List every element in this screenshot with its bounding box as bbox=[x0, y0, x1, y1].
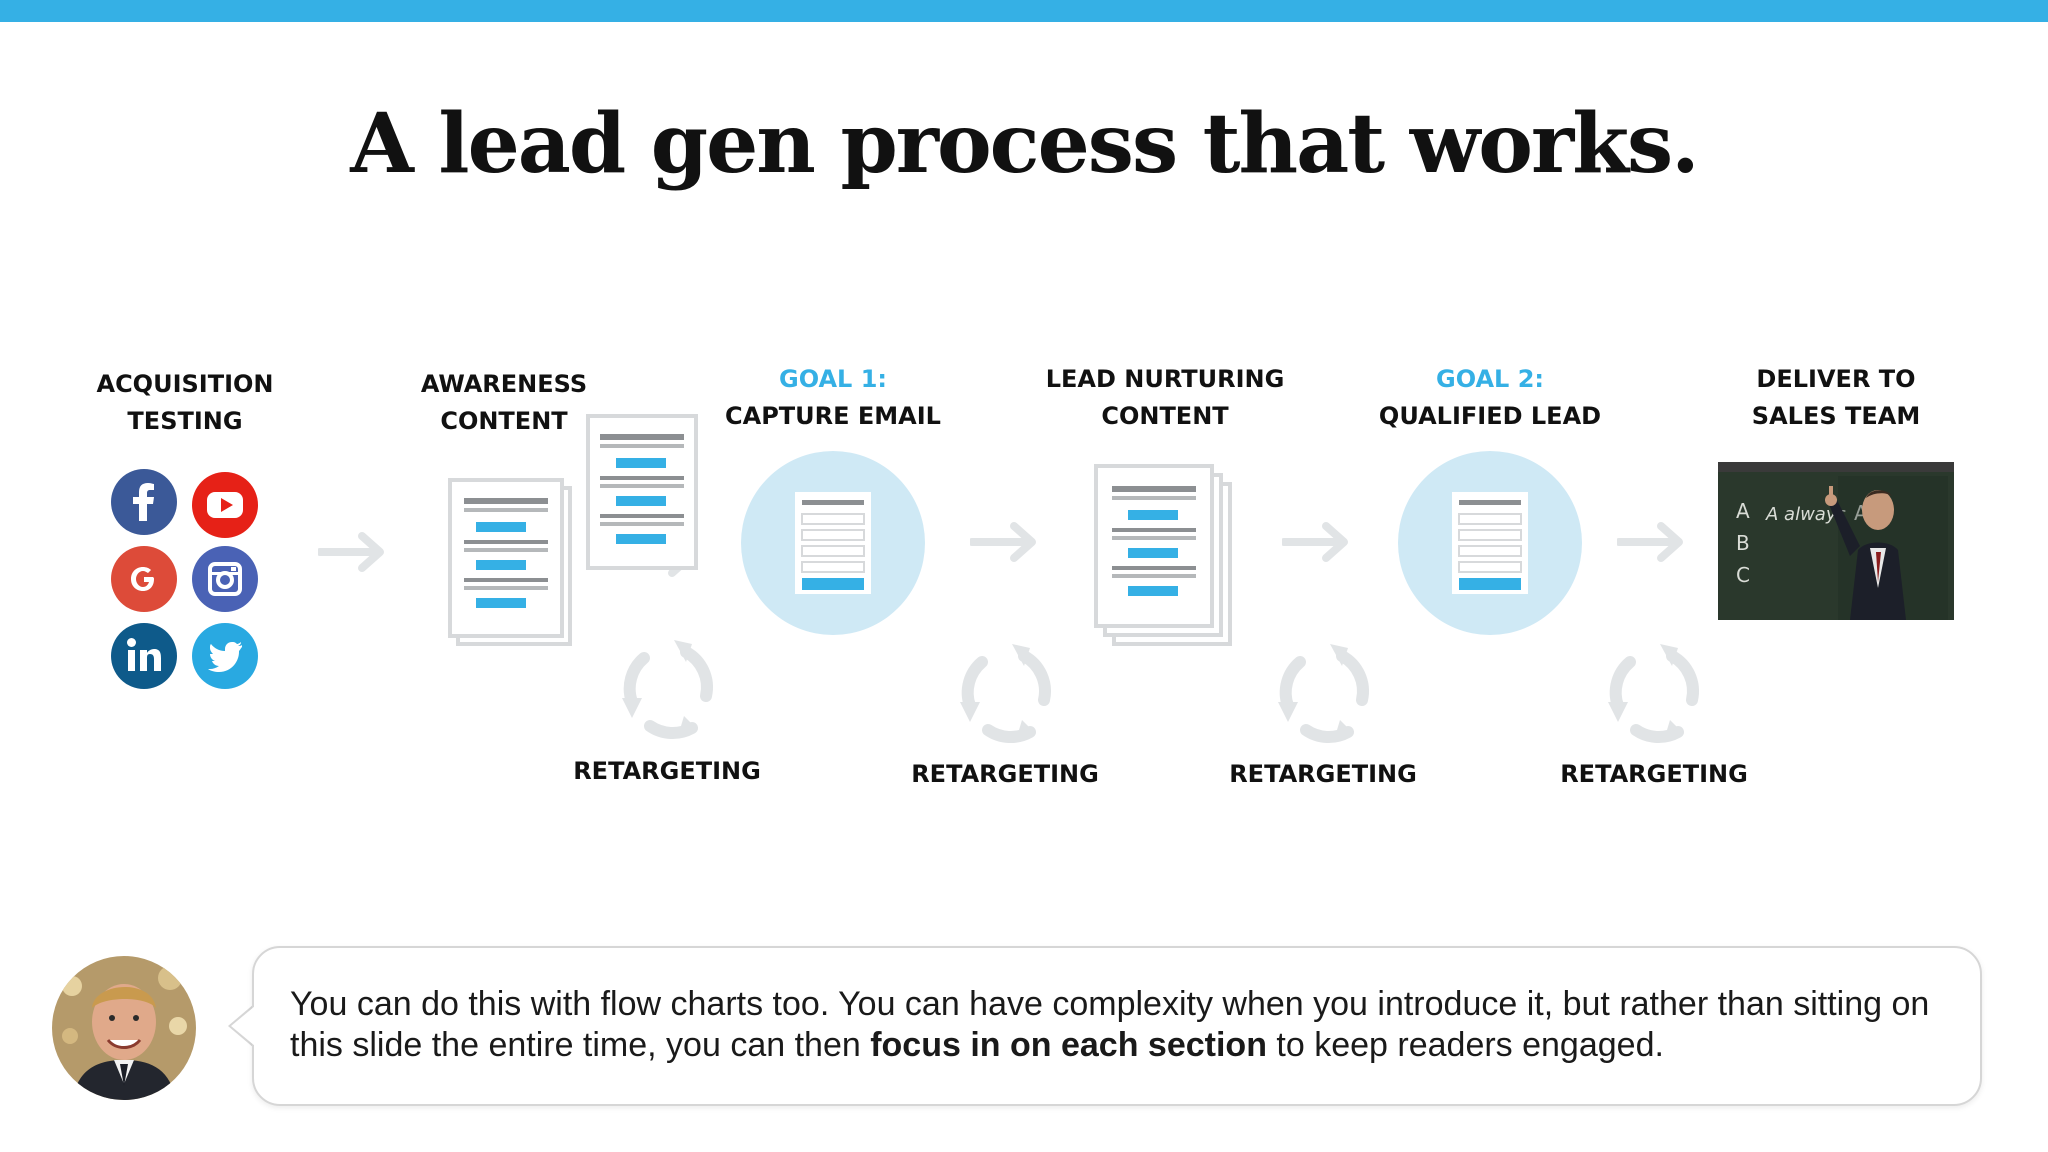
document-icon bbox=[448, 478, 572, 646]
google-icon bbox=[111, 546, 177, 612]
slide-title: A lead gen process that works. bbox=[350, 96, 1699, 192]
goal-label: GOAL 1: bbox=[779, 365, 887, 393]
retargeting-label: RETARGETING bbox=[1560, 760, 1748, 788]
email-form-icon bbox=[741, 451, 925, 635]
instagram-icon bbox=[192, 546, 258, 612]
refresh-cycle-icon bbox=[622, 640, 713, 739]
step-label-goal-2: GOAL 2: QUALIFIED LEAD bbox=[1379, 361, 1601, 435]
presenter-avatar bbox=[52, 956, 196, 1100]
step-label-line: CAPTURE EMAIL bbox=[725, 402, 941, 430]
chalk-letter: B bbox=[1736, 531, 1750, 555]
step-label-line: AWARENESS bbox=[420, 370, 588, 398]
caption-text-after: to keep readers engaged. bbox=[1266, 1026, 1664, 1064]
linkedin-icon bbox=[111, 623, 177, 689]
speech-bubble bbox=[252, 946, 1982, 1106]
step-label-line: QUALIFIED LEAD bbox=[1378, 402, 1602, 430]
refresh-cycle-icon bbox=[1608, 644, 1699, 743]
caption-text-bold: focus in on each section bbox=[870, 1026, 1267, 1064]
sales-team-photo: A A always B C A bbox=[1718, 462, 1954, 620]
step-label-line: ACQUISITION bbox=[96, 370, 274, 398]
step-label-line: SALES TEAM bbox=[1751, 402, 1921, 430]
step-label-line: DELIVER TO bbox=[1756, 365, 1916, 393]
retargeting-label: RETARGETING bbox=[1229, 760, 1417, 788]
step-label-line: LEAD NURTURING bbox=[1045, 365, 1285, 393]
refresh-cycle-icon bbox=[1278, 644, 1369, 743]
chalk-letter: A bbox=[1736, 499, 1750, 523]
qualified-lead-form-icon bbox=[1398, 451, 1582, 635]
retargeting-label: RETARGETING bbox=[911, 760, 1099, 788]
arrow-right-icon bbox=[1617, 522, 1683, 562]
step-label-deliver: DELIVER TO SALES TEAM bbox=[1752, 361, 1920, 435]
youtube-icon bbox=[192, 472, 258, 538]
refresh-cycle-icon bbox=[960, 644, 1051, 743]
arrow-right-icon bbox=[970, 522, 1036, 562]
step-label-goal-1: GOAL 1: CAPTURE EMAIL bbox=[725, 361, 941, 435]
chalk-word: A always bbox=[1765, 504, 1846, 525]
step-label-line: CONTENT bbox=[1101, 402, 1229, 430]
step-label-awareness: AWARENESS CONTENT bbox=[421, 366, 587, 440]
step-label-line: CONTENT bbox=[440, 407, 568, 435]
caption-text: You can do this with flow charts too. Yo… bbox=[290, 984, 1930, 1066]
facebook-icon bbox=[111, 469, 177, 535]
arrow-right-icon bbox=[1282, 522, 1348, 562]
speech-bubble-tail-fill bbox=[231, 1006, 255, 1046]
arrow-right-icon bbox=[318, 532, 384, 572]
chalk-letter: C bbox=[1736, 563, 1750, 587]
retargeting-label: RETARGETING bbox=[573, 757, 761, 785]
step-label-line: TESTING bbox=[127, 407, 243, 435]
top-accent-bar bbox=[0, 0, 2048, 22]
document-stack-icon bbox=[1094, 464, 1232, 646]
caption-text-before: You can do this with flow charts too. Yo… bbox=[290, 985, 1930, 1064]
twitter-icon bbox=[192, 623, 258, 689]
step-label-acquisition: ACQUISITION TESTING bbox=[96, 366, 273, 440]
document-icon bbox=[586, 414, 698, 570]
goal-label: GOAL 2: bbox=[1436, 365, 1544, 393]
step-label-lead-nurturing: LEAD NURTURING CONTENT bbox=[1046, 361, 1285, 435]
